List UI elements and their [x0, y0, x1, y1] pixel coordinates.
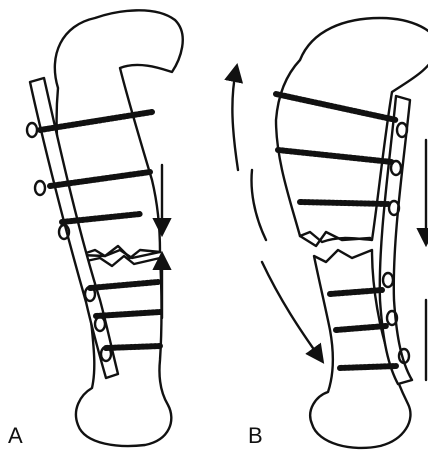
panel-label-b: B — [248, 423, 263, 449]
panel-a-drawing — [27, 10, 183, 446]
panel-b-arrow-lower-curve — [262, 262, 320, 358]
panel-b-arrow-right-curve — [252, 170, 266, 240]
panel-b-drawing — [232, 18, 428, 448]
panel-b-arrow-left-curve — [232, 70, 238, 170]
panel-b-screws — [276, 94, 396, 368]
panel-label-a: A — [8, 423, 23, 449]
